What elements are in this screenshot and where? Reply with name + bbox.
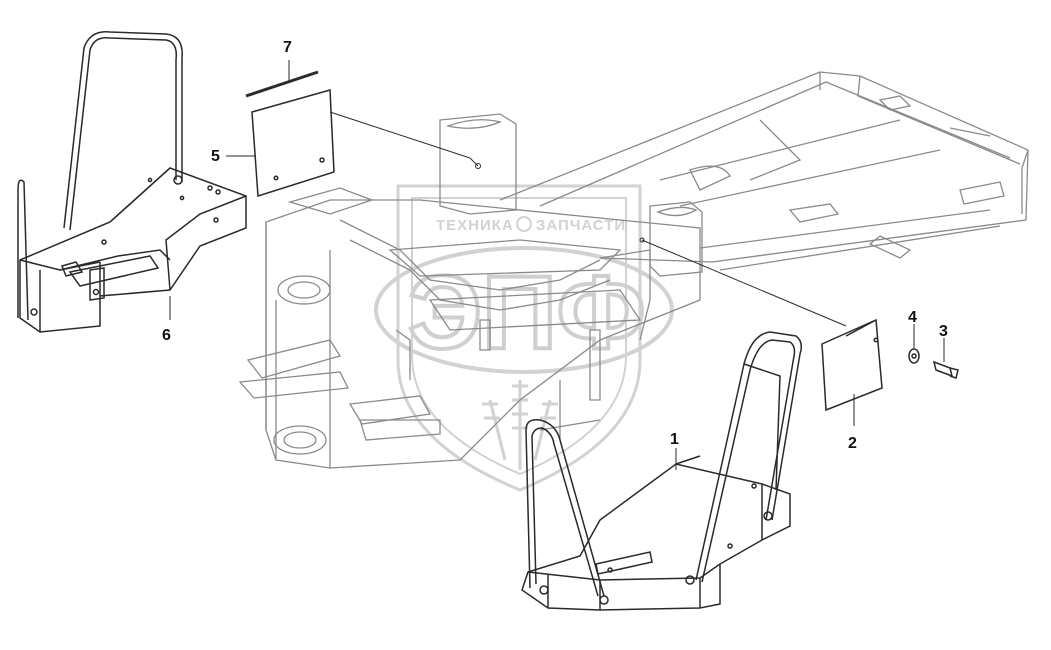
part-5-plate bbox=[251, 89, 335, 198]
callout-4: 4 bbox=[908, 309, 917, 326]
callout-labels: 7 5 6 4 3 2 1 bbox=[162, 39, 948, 452]
callout-3: 3 bbox=[939, 323, 948, 340]
part-4-washer bbox=[908, 348, 920, 364]
chassis-frame bbox=[238, 71, 1029, 469]
leader-lines bbox=[169, 60, 945, 470]
part-3-bolt bbox=[932, 360, 959, 379]
part-7-strip bbox=[245, 70, 319, 98]
callout-6: 6 bbox=[162, 327, 171, 344]
part-1-seat-right bbox=[521, 331, 803, 611]
attach-point-5 bbox=[475, 163, 481, 169]
part-6-seat-left bbox=[17, 31, 247, 333]
watermark bbox=[374, 184, 674, 492]
watermark-text-right: ЗАПЧАСТИ bbox=[536, 217, 626, 234]
attach-point-2 bbox=[639, 237, 645, 243]
callout-5: 5 bbox=[211, 148, 220, 165]
callout-7: 7 bbox=[283, 39, 292, 56]
part-2-plate bbox=[821, 318, 883, 412]
callout-2: 2 bbox=[848, 435, 857, 452]
callout-1: 1 bbox=[670, 431, 679, 448]
watermark-text-left: ТЕХНИКА bbox=[436, 217, 514, 234]
